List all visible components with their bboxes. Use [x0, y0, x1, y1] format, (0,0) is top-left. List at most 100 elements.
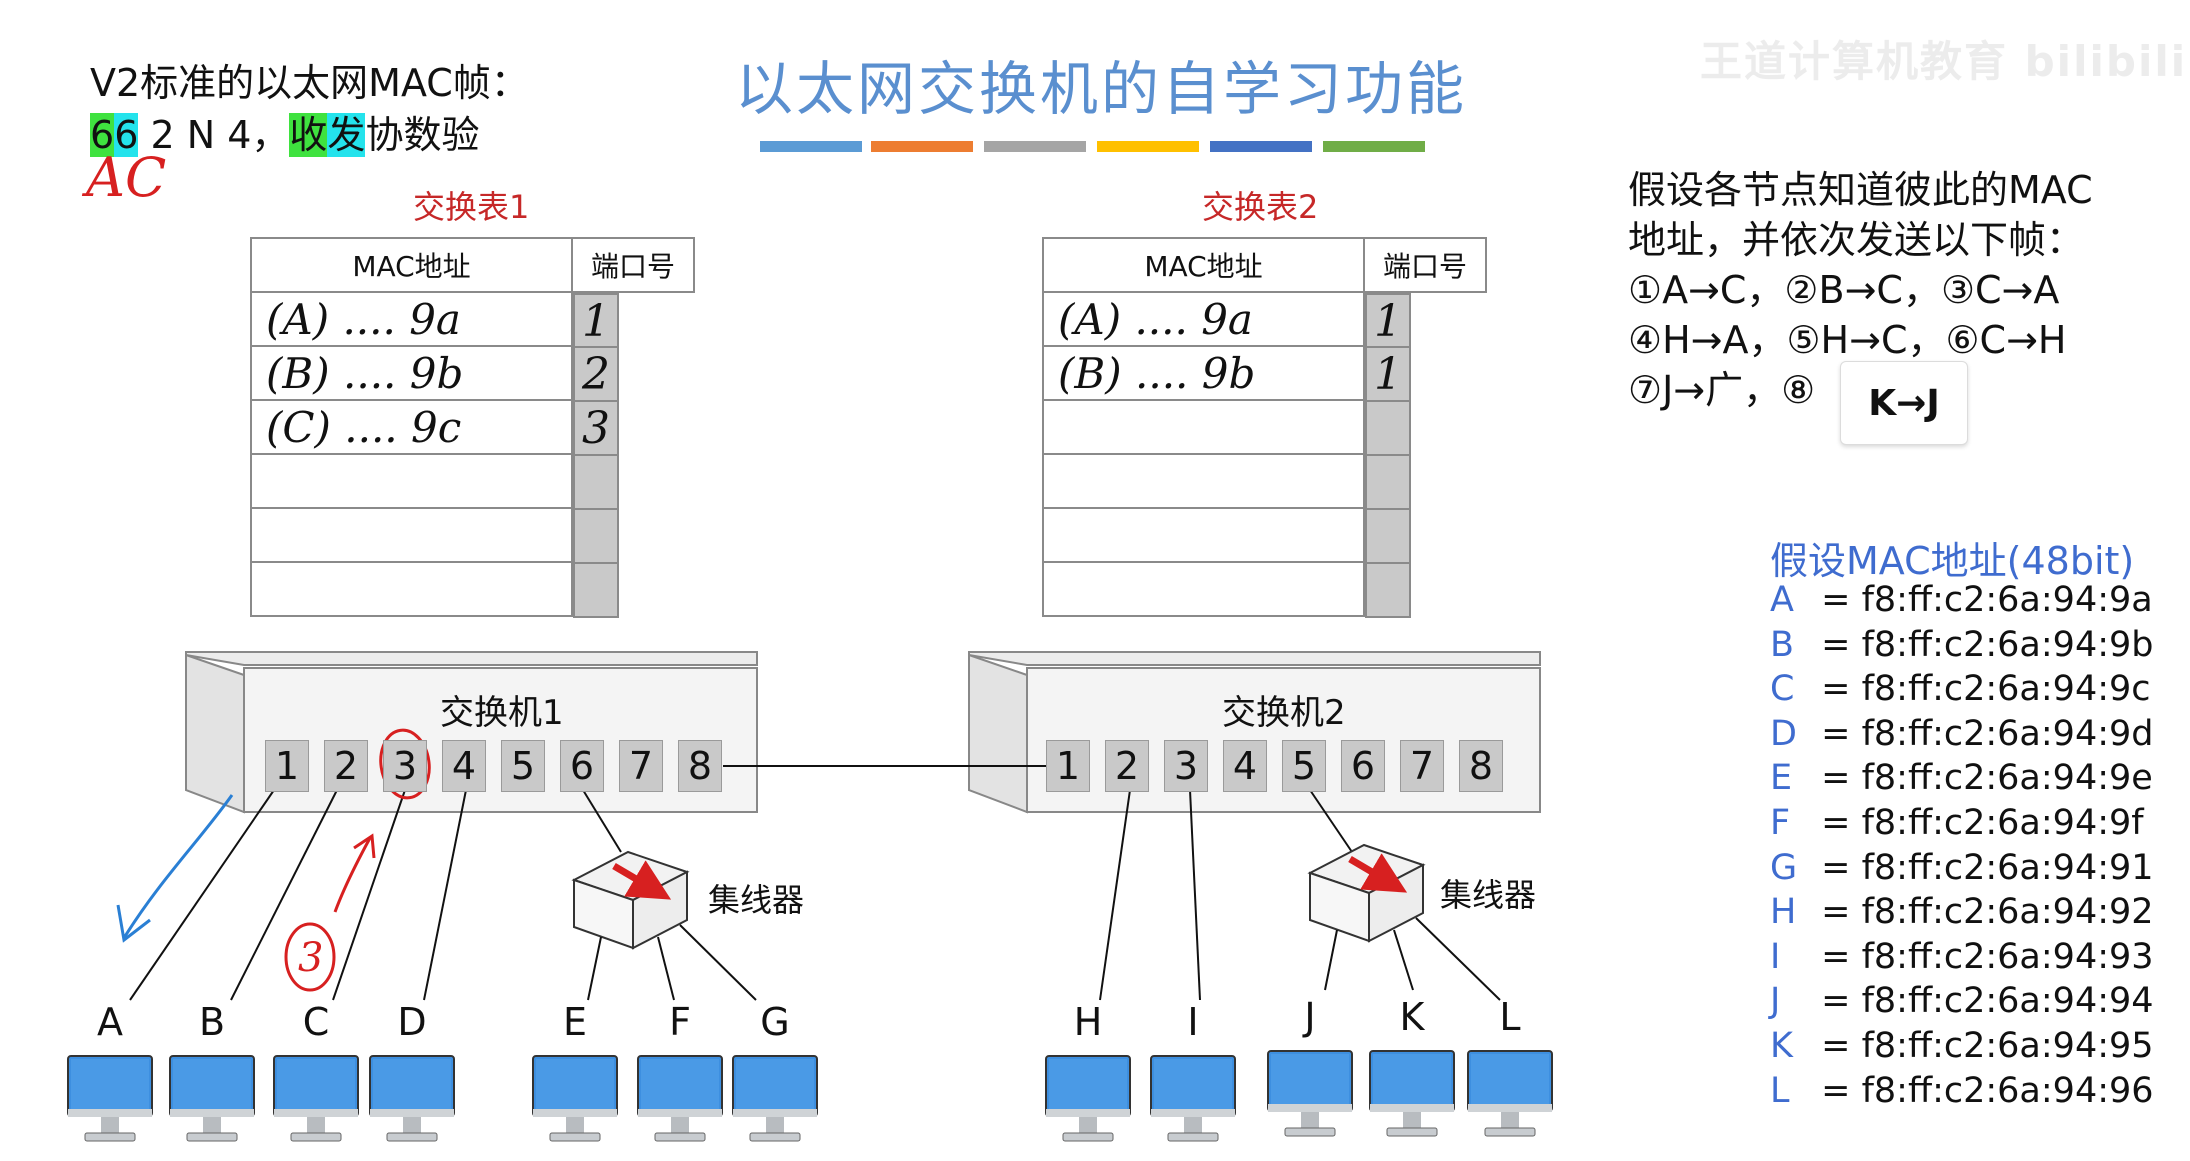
mac-cell: (A) .... 9a [1042, 291, 1365, 347]
mac-list-item: F = f8:ff:c2:6a:94:9f [1770, 803, 2144, 843]
equals-sign: = [1810, 1026, 1862, 1066]
mac-list-item: B = f8:ff:c2:6a:94:9b [1770, 625, 2154, 665]
equals-sign: = [1810, 803, 1862, 843]
computer-icon [732, 1055, 818, 1145]
table-row [1042, 507, 1486, 564]
frame-sequence-line: ④H→A，⑤H→C，⑥C→H [1628, 318, 2067, 362]
mac-address-value: f8:ff:c2:6a:94:9e [1861, 758, 2153, 799]
switch2-port-3: 3 [1164, 740, 1208, 792]
switch1-port-7: 7 [619, 740, 663, 792]
mac-host-letter: E [1770, 758, 1793, 799]
port-cell: 3 [573, 400, 619, 456]
switch-1-label: 交换机1 [440, 693, 564, 733]
equals-sign: = [1810, 580, 1862, 620]
switch2-port-2: 2 [1105, 740, 1149, 792]
title-stripe [760, 141, 862, 152]
frame-sequence-line: ⑦J→广，⑧ [1628, 368, 1816, 412]
hub-2-label: 集线器 [1440, 876, 1537, 914]
frame-field: 发 [327, 113, 366, 157]
port-cell [573, 454, 619, 510]
title-stripe [984, 141, 1086, 152]
table-row [1042, 399, 1486, 456]
equals-sign: = [1810, 713, 1862, 754]
port-cell [1365, 562, 1411, 618]
equals-sign: = [1810, 669, 1862, 710]
port-cell [1365, 400, 1411, 456]
switch1-port-4: 4 [442, 740, 486, 792]
computer-icon [369, 1055, 455, 1145]
equals-sign: = [1810, 1070, 1862, 1111]
mac-address-value: f8:ff:c2:6a:94:91 [1861, 847, 2154, 888]
switch1-port-5: 5 [501, 740, 545, 792]
mac-address-value: f8:ff:c2:6a:94:9b [1861, 624, 2154, 665]
watermark: 王道计算机教育 bilibili [1700, 37, 2188, 86]
mac-list-item: I = f8:ff:c2:6a:94:93 [1770, 937, 2154, 977]
handwritten-annotations [116, 728, 431, 992]
mac-list-item: A = f8:ff:c2:6a:94:9a [1770, 580, 2153, 620]
switch1-port-2: 2 [324, 740, 368, 792]
mac-list-item: D = f8:ff:c2:6a:94:9d [1770, 714, 2154, 754]
port-cell [573, 562, 619, 618]
mac-address-value: f8:ff:c2:6a:94:92 [1861, 892, 2154, 933]
table-row [1042, 561, 1486, 618]
page-title: 以太网交换机的自学习功能 [735, 55, 1468, 123]
mac-column-header: MAC地址 [250, 237, 573, 293]
mac-cell: (B) .... 9b [1042, 345, 1365, 401]
equals-sign: = [1810, 624, 1862, 665]
mac-host-letter: H [1770, 892, 1797, 933]
mac-cell: (B) .... 9b [250, 345, 573, 401]
computer-icon [1369, 1050, 1455, 1140]
host-label-g: G [760, 1000, 790, 1044]
title-stripe [1323, 141, 1425, 152]
switch-2-label: 交换机2 [1222, 693, 1346, 733]
title-stripe [871, 141, 973, 152]
mac-host-letter: J [1770, 981, 1781, 1022]
equals-sign: = [1810, 981, 1862, 1022]
title-stripe [1097, 141, 1199, 152]
switch1-port-6: 6 [560, 740, 604, 792]
mac-address-value: f8:ff:c2:6a:94:96 [1861, 1070, 2154, 1111]
computer-icon [637, 1055, 723, 1145]
mac-host-letter: B [1770, 624, 1795, 665]
mac-cell [1042, 453, 1365, 509]
host-label-l: L [1499, 995, 1521, 1039]
computer-icon [532, 1055, 618, 1145]
mac-cell: (C) .... 9c [250, 399, 573, 455]
port-cell: 1 [573, 293, 619, 349]
mac-list-item: H = f8:ff:c2:6a:94:92 [1770, 892, 2154, 932]
host-label-b: B [198, 1000, 226, 1044]
frame-field: 2 N 4， [138, 113, 290, 157]
mac-host-letter: A [1770, 580, 1794, 620]
mac-host-letter: D [1770, 713, 1797, 754]
frame-format-fields: 66 2 N 4，收发协数验 [90, 104, 479, 159]
computer-icon [67, 1055, 153, 1145]
mac-host-letter: L [1770, 1070, 1790, 1111]
port-column-header: 端口号 [1363, 237, 1487, 293]
frame-sequence-line: ①A→C，②B→C，③C→A [1628, 268, 2060, 312]
mac-cell [250, 561, 573, 617]
hub-1-label: 集线器 [708, 881, 805, 919]
mac-address-value: f8:ff:c2:6a:94:93 [1861, 936, 2154, 977]
mac-host-letter: K [1770, 1026, 1793, 1066]
table-row [250, 507, 694, 564]
computer-icon [1467, 1050, 1553, 1140]
handwritten-ac-note: AC [86, 146, 167, 209]
host-label-a: A [97, 1000, 123, 1044]
equals-sign: = [1810, 758, 1862, 799]
frame-sequence-line: 假设各节点知道彼此的MAC [1628, 168, 2093, 212]
mac-list-title: 假设MAC地址(48bit) [1770, 539, 2135, 583]
mac-cell [1042, 507, 1365, 563]
mac-list-item: K = f8:ff:c2:6a:94:95 [1770, 1026, 2154, 1066]
frame-field: 协数验 [365, 113, 480, 157]
mac-cell [250, 507, 573, 563]
hub-1 [571, 850, 690, 950]
table-row [250, 561, 694, 618]
title-stripe [1210, 141, 1312, 152]
